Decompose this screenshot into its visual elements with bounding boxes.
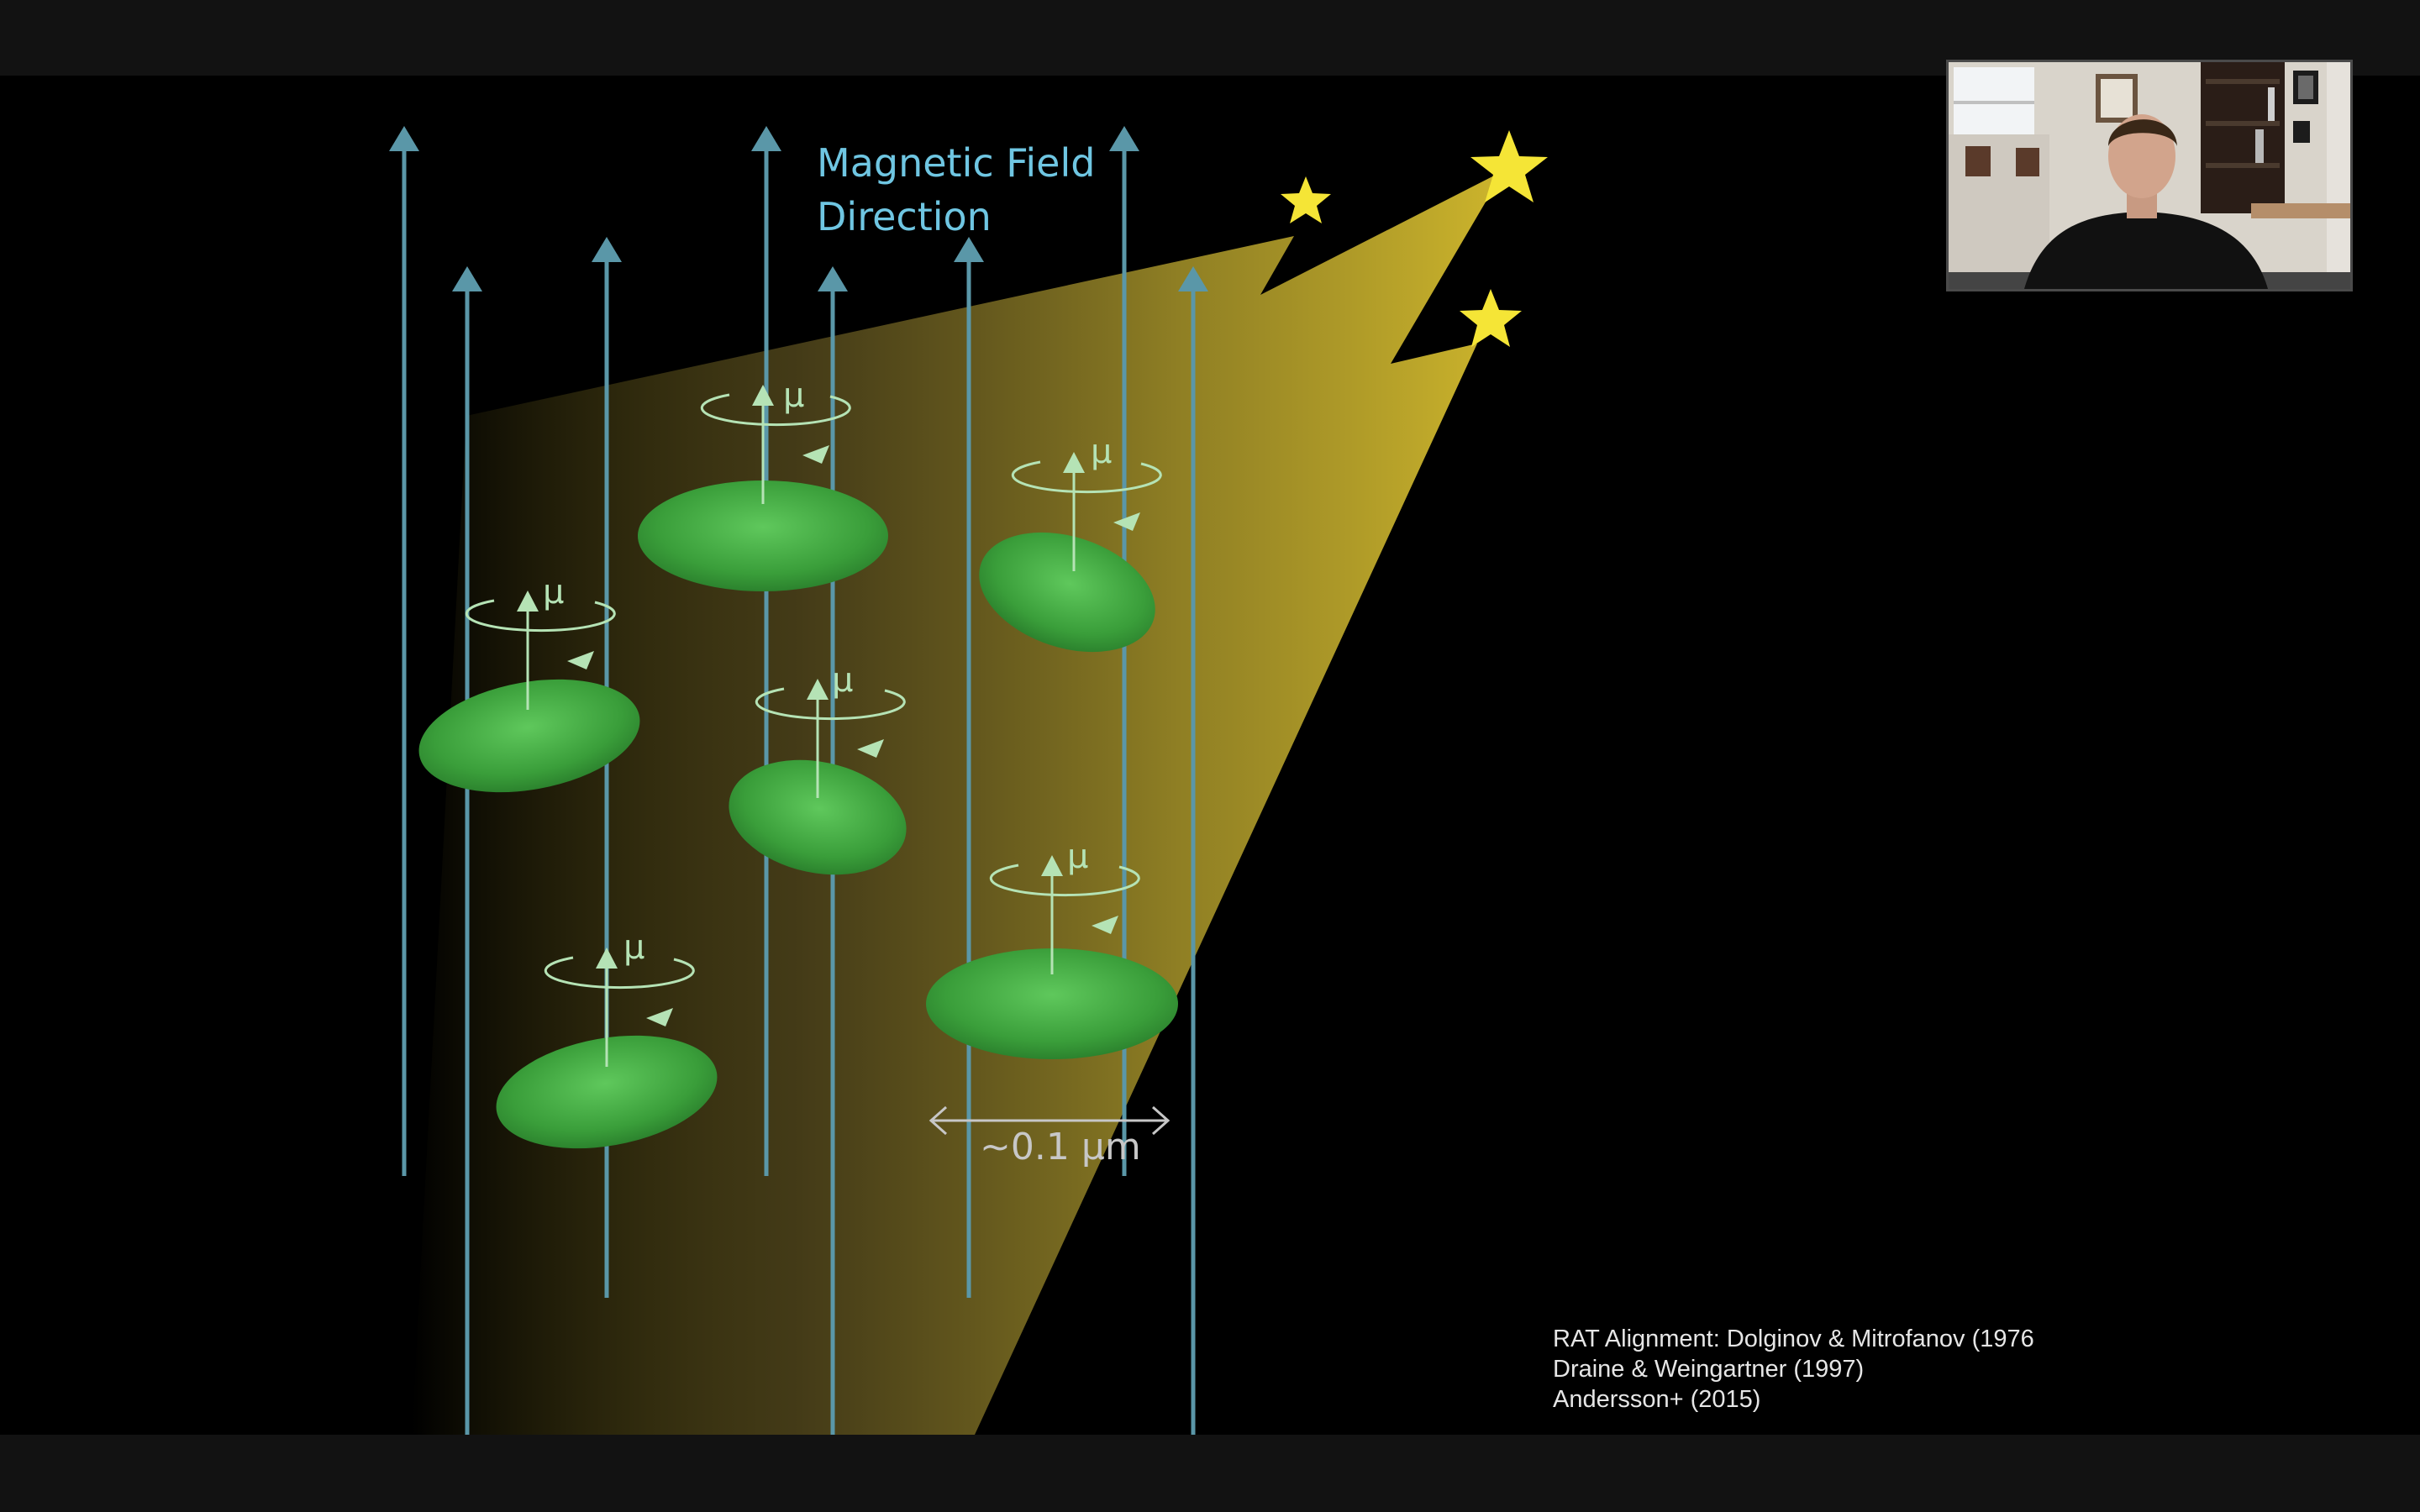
shared-slide: Magnetic Field Direction μ μ μ μ μ μ ~0.… [0,76,2420,1435]
dust-grains [418,480,1178,1149]
bottom-black-bar [0,1435,2420,1512]
mu-label: μ [1091,433,1113,471]
reference-line: Andersson+ (2015) [1553,1386,1761,1413]
mu-label: μ [543,573,565,612]
field-arrowhead [954,237,984,262]
reference-line: RAT Alignment: Dolginov & Mitrofanov (19… [1553,1326,2034,1352]
magnetic-field-label: Magnetic Field Direction [817,136,1095,244]
size-dimension-arrow [929,1105,1171,1136]
field-arrowhead [389,126,419,151]
field-label-line-1: Magnetic Field [817,140,1096,186]
field-arrowhead [1109,126,1139,151]
star-icon [1470,130,1548,202]
field-arrowhead [818,266,848,291]
reference-line: Draine & Weingartner (1997) [1553,1356,1865,1383]
star-icon [1460,289,1522,347]
mu-label: μ [783,376,805,415]
dust-grain [496,1035,718,1149]
field-arrowhead [1178,266,1208,291]
dust-grain [729,759,907,875]
slide-diagram [389,126,1548,1435]
star-icon [1281,176,1331,223]
field-label-line-2: Direction [817,194,992,239]
field-arrowheads [389,126,1208,291]
starlight-beam [412,171,1504,1435]
dust-grain [979,532,1155,653]
field-arrowhead [751,126,781,151]
spin-arrowheads [517,385,1140,1026]
field-arrowhead [592,237,622,262]
mu-label: μ [1067,837,1089,876]
presenter-video-feed-icon [1949,62,2350,289]
references: RAT Alignment: Dolginov & Mitrofanov (19… [1553,1324,2034,1415]
dust-grain [926,948,1178,1059]
mu-label: μ [623,928,645,967]
field-arrowhead [452,266,482,291]
dust-grain [418,679,640,793]
mu-label: μ [832,661,854,700]
spin-indicators [465,393,1162,1067]
stars [1281,130,1548,347]
grain-size-label: ~0.1 μm [980,1126,1141,1168]
presenter-video-tile[interactable] [1946,60,2353,291]
dust-grain [638,480,888,591]
